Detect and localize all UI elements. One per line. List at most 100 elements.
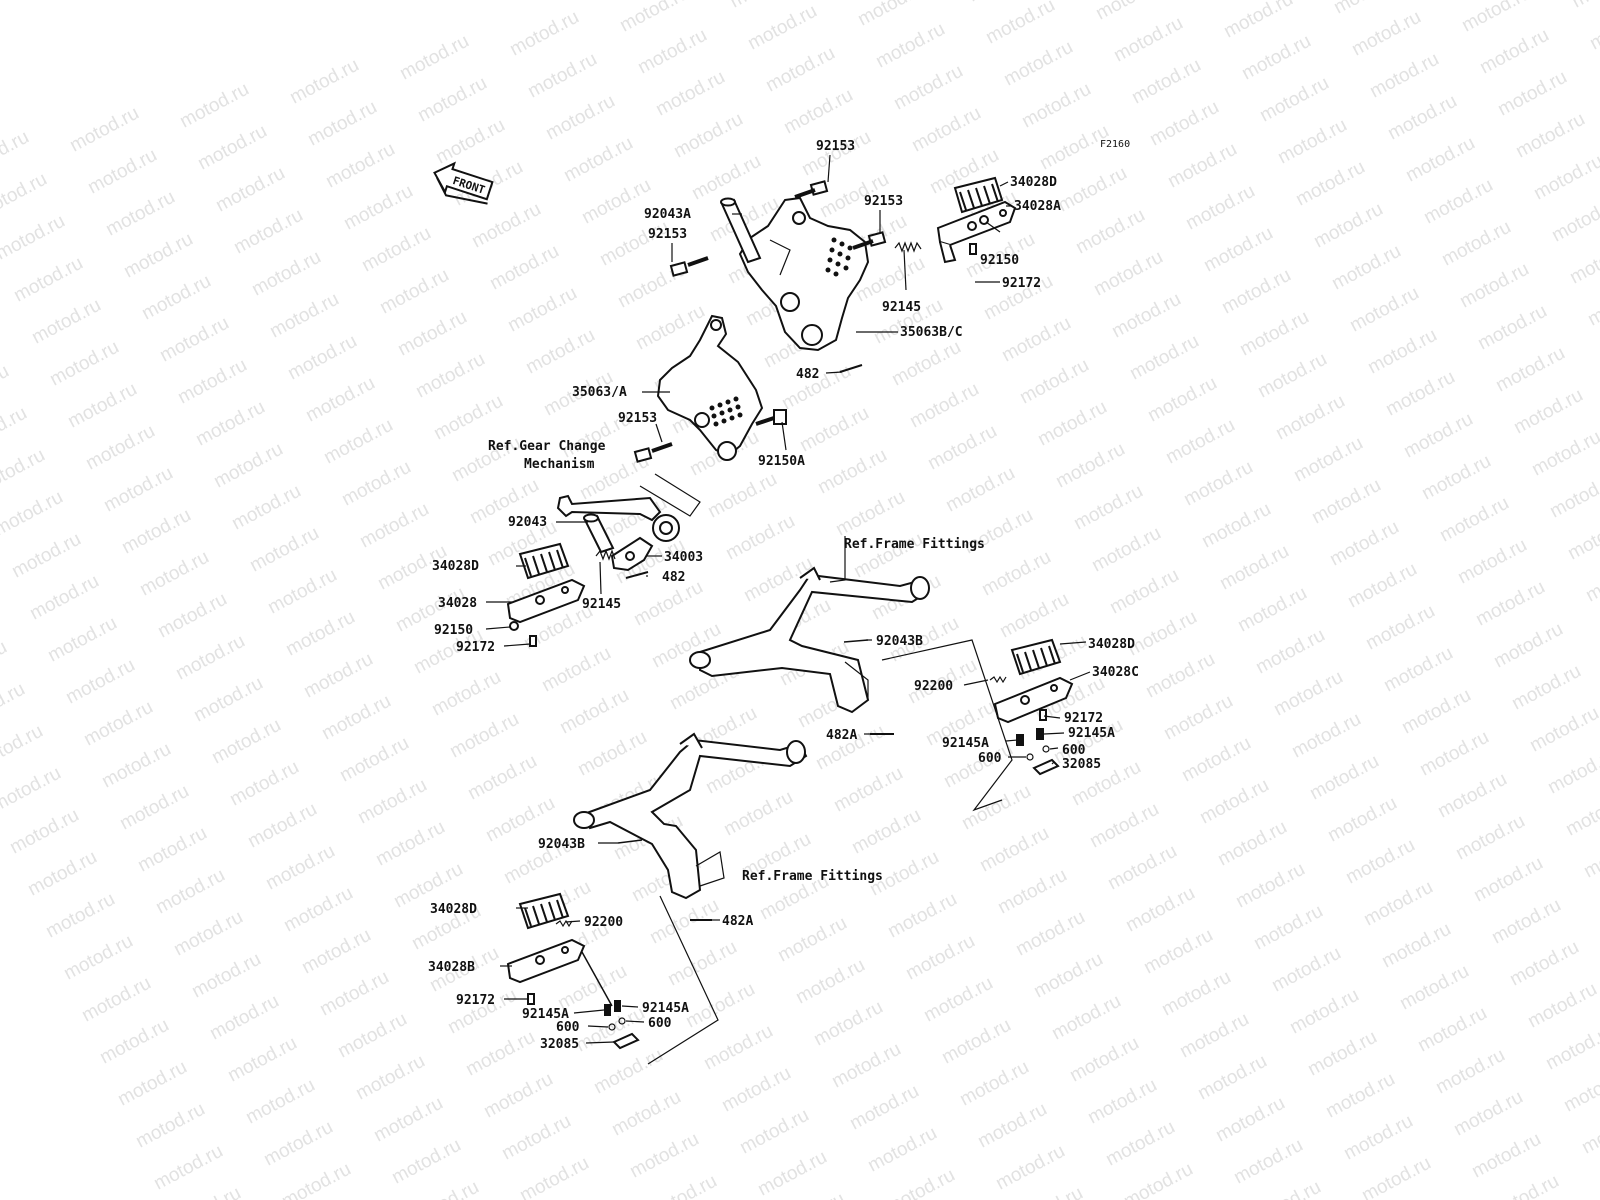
watermark-text: motod.ru — [1254, 349, 1330, 403]
watermark-text: motod.ru — [0, 403, 31, 457]
watermark-text: motod.ru — [0, 721, 47, 775]
label-482: 482 — [662, 570, 685, 585]
label-92043b: 92043B — [876, 634, 923, 649]
watermark-text: motod.ru — [1070, 481, 1146, 535]
watermark-text: motod.ru — [156, 313, 232, 367]
watermark-text: motod.ru — [884, 889, 960, 943]
watermark-text: motod.ru — [1452, 811, 1528, 865]
watermark-text: motod.ru — [1402, 133, 1478, 187]
watermark-text: motod.ru — [462, 1027, 538, 1081]
label-32085: 32085 — [540, 1037, 579, 1052]
bolt-92153-icon — [794, 180, 829, 199]
watermark-text: motod.ru — [1378, 919, 1454, 973]
watermark-text: motod.ru — [280, 883, 356, 937]
watermark-text: motod.ru — [516, 1153, 592, 1200]
watermark-text: motod.ru — [814, 445, 890, 499]
watermark-text: motod.ru — [42, 889, 118, 943]
watermark-text: motod.ru — [1016, 355, 1092, 409]
watermark-text: motod.ru — [82, 421, 158, 475]
watermark-text: motod.ru — [1542, 1021, 1600, 1075]
watermark-text: motod.ru — [736, 1105, 812, 1159]
watermark-text: motod.ru — [370, 1093, 446, 1147]
watermark-text: motod.ru — [464, 751, 540, 805]
spring-92145a-bottom-r-icon — [614, 1000, 621, 1012]
watermark-text: motod.ru — [1306, 751, 1382, 805]
watermark-text: motod.ru — [906, 379, 982, 433]
ref-gear-leader-line — [639, 473, 701, 517]
label-92043b: 92043B — [538, 837, 585, 852]
watermark-text: motod.ru — [976, 823, 1052, 877]
watermark-text: motod.ru — [1194, 1051, 1270, 1105]
watermark-text: motod.ru — [506, 7, 582, 61]
front-arrow-icon: FRONT — [433, 161, 494, 205]
watermark-text: motod.ru — [358, 223, 434, 277]
label-92153: 92153 — [648, 227, 687, 242]
watermark-text: motod.ru — [1162, 415, 1238, 469]
watermark-text: motod.ru — [792, 955, 868, 1009]
watermark-text: motod.ru — [744, 1, 820, 55]
watermark-text: motod.ru — [210, 439, 286, 493]
watermark-text: motod.ru — [670, 109, 746, 163]
spring-92145a-bottom-l-icon — [604, 1004, 611, 1016]
watermark-text: motod.ru — [1310, 199, 1386, 253]
watermark-text: motod.ru — [634, 25, 710, 79]
label-35063bc: 35063B/C — [900, 325, 963, 340]
watermark-text: motod.ru — [190, 673, 266, 727]
bolt-92153-left-b-icon — [633, 442, 673, 463]
watermark-text: motod.ru — [772, 1189, 848, 1200]
footpeg-34028c-icon — [993, 676, 1074, 724]
watermark-text: motod.ru — [1366, 49, 1442, 103]
label-92145a: 92145A — [642, 1001, 689, 1016]
watermark-text: motod.ru — [1486, 1171, 1562, 1200]
watermark-text: motod.ru — [1066, 1033, 1142, 1087]
watermark-text: motod.ru — [828, 1039, 904, 1093]
watermark-text: motod.ru — [762, 43, 838, 97]
watermark-text: motod.ru — [864, 1123, 940, 1177]
watermark-text: motod.ru — [282, 607, 358, 661]
watermark-text: motod.ru — [1456, 259, 1532, 313]
watermark-text: motod.ru — [430, 391, 506, 445]
watermark-text: motod.ru — [888, 337, 964, 391]
footpeg-34028d-bottom-icon — [518, 892, 570, 930]
watermark-text: motod.ru — [938, 1015, 1014, 1069]
watermark-text: motod.ru — [1034, 397, 1110, 451]
watermark-text: motod.ru — [1544, 745, 1600, 799]
watermark-text: motod.ru — [224, 1033, 300, 1087]
watermark-text: motod.ru — [1492, 343, 1568, 397]
watermark-text: motod.ru — [260, 1117, 336, 1171]
watermark-text: motod.ru — [720, 787, 796, 841]
watermark-text: motod.ru — [188, 949, 264, 1003]
watermark-text: motod.ru — [6, 805, 82, 859]
watermark-text: motod.ru — [700, 1021, 776, 1075]
watermark-text: motod.ru — [118, 505, 194, 559]
watermark-text: motod.ru — [1182, 181, 1258, 235]
watermark-text: motod.ru — [340, 181, 416, 235]
spring-92200-mid-icon — [989, 675, 1007, 684]
watermark-text: motod.ru — [64, 379, 140, 433]
watermark-text: motod.ru — [908, 103, 984, 157]
watermark-text: motod.ru — [1198, 499, 1274, 553]
watermark-text: motod.ru — [1358, 1153, 1434, 1200]
label-92153: 92153 — [816, 139, 855, 154]
watermark-text: motod.ru — [1180, 457, 1256, 511]
watermark-text: motod.ru — [1488, 895, 1564, 949]
watermark-text: motod.ru — [414, 73, 490, 127]
middle-leader-box — [881, 639, 1013, 812]
watermark-text: motod.ru — [848, 805, 924, 859]
watermark-text: motod.ru — [0, 763, 65, 817]
watermark-text: motod.ru — [278, 1159, 354, 1200]
watermark-text: motod.ru — [388, 1135, 464, 1189]
watermark-text: motod.ru — [206, 991, 282, 1045]
watermark-text: motod.ru — [596, 217, 672, 271]
label-482: 482 — [796, 367, 819, 382]
label-34028: 34028 — [438, 596, 477, 611]
watermark-text: motod.ru — [942, 463, 1018, 517]
watermark-text: motod.ru — [356, 499, 432, 553]
watermark-text: motod.ru — [212, 163, 288, 217]
watermark-text: motod.ru — [172, 631, 248, 685]
watermark-text: motod.ru — [1546, 469, 1600, 523]
watermark-text: motod.ru — [154, 589, 230, 643]
washer-600-bottom-l-icon — [608, 1023, 616, 1031]
watermark-text: motod.ru — [1248, 1177, 1324, 1200]
watermark-text: motod.ru — [556, 685, 632, 739]
